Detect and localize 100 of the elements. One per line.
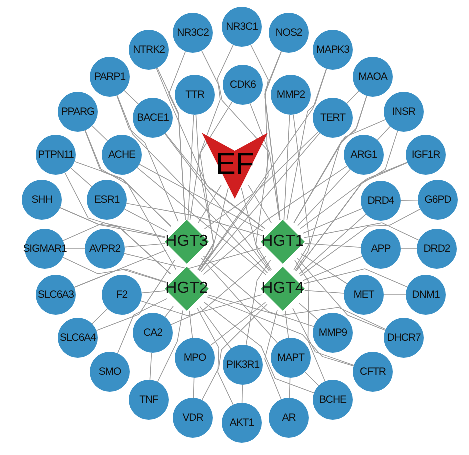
node-label: CA2 <box>144 328 162 338</box>
connector-line <box>74 268 166 288</box>
connector-line <box>292 308 354 366</box>
connector-line <box>203 166 348 276</box>
node-label: CDK6 <box>230 80 256 90</box>
connector-line <box>294 260 326 382</box>
node-label: MAOA <box>358 72 388 82</box>
node-label: APP <box>371 244 391 254</box>
connector-line <box>62 222 166 242</box>
node-label: NR3C1 <box>226 22 258 32</box>
connector-line <box>284 114 290 220</box>
connector-line <box>137 167 266 276</box>
connector-line <box>296 162 408 272</box>
connector-line <box>200 306 232 350</box>
compound-diamond <box>261 220 305 264</box>
connector-line <box>304 372 320 386</box>
connector-line <box>124 244 166 248</box>
connector-line <box>200 51 282 272</box>
connector-line <box>294 120 386 224</box>
connector-line <box>188 114 194 220</box>
node-label: EF <box>216 150 254 180</box>
connector-line <box>196 114 214 270</box>
connector-line <box>293 114 310 270</box>
connector-line <box>299 303 318 320</box>
connector-line <box>164 306 174 318</box>
connector-line <box>294 96 368 224</box>
connector-line <box>124 208 168 232</box>
connector-line <box>204 302 315 394</box>
connector-line <box>400 200 418 201</box>
node-label: ARG1 <box>350 150 378 160</box>
node-label: CFTR <box>360 366 386 378</box>
node-label: HGT4 <box>262 281 304 297</box>
connector-line <box>126 203 262 236</box>
node-label: MMP2 <box>276 90 306 100</box>
connector-line <box>60 208 166 238</box>
connector-line <box>74 250 167 288</box>
connector-line <box>285 310 290 338</box>
compound-diamond <box>165 267 209 311</box>
connector-line <box>85 130 172 227</box>
node-label: BACE1 <box>137 112 169 124</box>
connector-line <box>193 378 195 398</box>
connector-line <box>304 243 362 248</box>
connector-line <box>264 51 282 221</box>
node-label: HGT3 <box>166 234 208 250</box>
connector-line <box>198 184 222 224</box>
node-label: F2 <box>116 290 128 300</box>
connector-line <box>64 172 172 275</box>
connector-line <box>60 208 172 275</box>
node-label: HGT1 <box>262 234 304 250</box>
connector-line <box>117 298 168 354</box>
connector-line <box>198 102 233 271</box>
node-label: TTR <box>186 90 204 100</box>
node-label: SLC6A4 <box>60 332 96 344</box>
connector-line <box>298 169 351 226</box>
node-label: PPARG <box>61 106 95 118</box>
connector-line <box>150 352 152 380</box>
connector-line <box>74 161 172 228</box>
node-label: G6PD <box>424 194 452 206</box>
connector-line <box>84 130 177 270</box>
connector-line <box>117 95 268 274</box>
connector-line <box>400 248 418 250</box>
node-label: IGF1R <box>412 150 440 160</box>
node-label: HGT2 <box>166 281 208 297</box>
node-label: VDR <box>182 412 204 424</box>
connector-line <box>199 68 327 272</box>
connector-line <box>303 256 363 282</box>
connector-line <box>300 209 421 276</box>
node-label: NTRK2 <box>133 44 165 56</box>
connector-line <box>304 268 408 288</box>
connector-line <box>297 258 386 331</box>
connector-line <box>208 294 386 330</box>
connector-line <box>299 214 366 275</box>
connector-line <box>301 254 348 284</box>
connector-line <box>140 294 262 316</box>
node-label: MAPK3 <box>316 44 350 56</box>
connector-line <box>197 308 234 406</box>
connector-line <box>264 310 282 400</box>
connector-line <box>246 260 272 346</box>
connector-line <box>139 164 264 232</box>
connector-line <box>64 248 86 250</box>
connector-line <box>294 96 368 272</box>
node-label: SLC6A3 <box>38 290 74 300</box>
connector-line <box>189 310 194 338</box>
node-label: AKT1 <box>230 418 254 428</box>
connector-line <box>202 304 268 401</box>
node-label: INSR <box>392 106 416 118</box>
connector-line <box>92 126 108 142</box>
node-label: DRD2 <box>424 244 450 254</box>
connector-line <box>124 90 139 105</box>
connector-line <box>190 44 234 221</box>
connector-line <box>286 68 328 221</box>
connector-line <box>241 188 272 272</box>
connector-line <box>156 68 266 230</box>
connector-line <box>203 256 314 328</box>
node-label: MAPT <box>277 352 305 364</box>
connector-line <box>92 308 108 324</box>
node-label: AVPR2 <box>89 244 121 254</box>
connector-line <box>124 248 262 270</box>
connector-line <box>210 302 266 346</box>
node-label: NOS2 <box>276 28 302 38</box>
